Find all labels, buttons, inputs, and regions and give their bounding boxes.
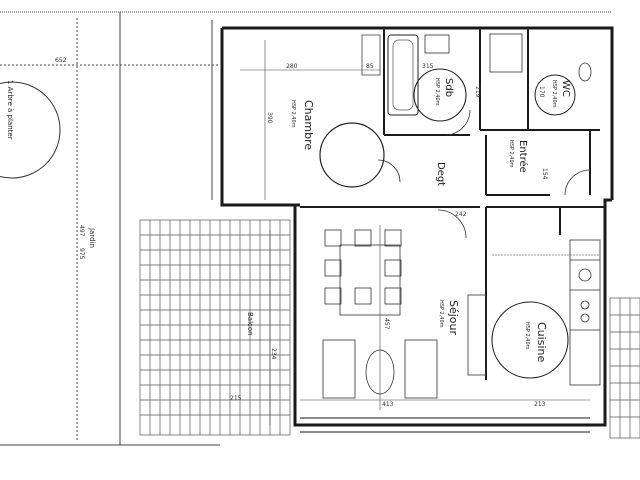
dim-390: 390	[266, 112, 273, 124]
wc-label: WC	[560, 80, 571, 97]
chambre-label: Chambre	[302, 100, 315, 150]
dim-315: 315	[422, 63, 434, 70]
bathtub	[387, 34, 419, 116]
facade-windows	[300, 417, 590, 433]
door-sejour	[437, 209, 467, 239]
cuisine-label: Cuisine	[535, 322, 548, 362]
dim-975: 975	[78, 248, 85, 260]
dim-413: 413	[382, 401, 394, 408]
dim-154: 154	[541, 168, 548, 180]
dim-215: 215	[230, 395, 242, 402]
wc-area: HSP 2,40m	[551, 80, 557, 108]
sdb-label: Sdb	[443, 78, 454, 97]
sejour-area: HSP 2,40m	[438, 300, 444, 328]
dim-219: 219	[474, 86, 481, 98]
arbre-label: 1 Arbre à planter	[6, 80, 14, 140]
sdb-area: HSP 2,40m	[434, 78, 440, 106]
wardrobe	[361, 34, 381, 76]
chambre-area: HSP 2,40m	[290, 100, 296, 128]
kitchen-counter	[569, 239, 601, 386]
chambre-circle	[319, 122, 385, 188]
entree-label: Entrée	[517, 140, 529, 173]
cuisine-area: HSP 2,40m	[524, 322, 530, 350]
shower	[489, 33, 523, 73]
door-entree	[564, 169, 591, 196]
degt-label: Degt	[435, 162, 446, 186]
dim-652: 652	[55, 57, 67, 64]
sdb-circle	[413, 68, 467, 122]
dim-234: 234	[270, 348, 277, 360]
cuisine-circle	[491, 301, 569, 379]
dim-170: 170	[538, 86, 545, 98]
sejour-label: Séjour	[447, 300, 460, 336]
dim-497: 497	[78, 225, 85, 237]
dimension-lines	[240, 40, 600, 425]
bathtub-inner	[392, 39, 414, 111]
dim-280: 280	[286, 63, 298, 70]
garden-outline	[0, 11, 612, 446]
dim-457: 457	[383, 318, 390, 330]
balcony-grid	[139, 219, 291, 436]
tree-circle	[0, 81, 61, 179]
balcon-label: Balcon	[246, 312, 254, 336]
toilet	[578, 62, 592, 82]
dim-85: 85	[366, 63, 374, 70]
jardin-label: Jardin	[88, 227, 96, 248]
dim-213: 213	[534, 401, 546, 408]
dining-set	[324, 229, 402, 316]
wc-circle	[534, 74, 576, 116]
right-balcony-grid	[609, 297, 640, 439]
entree-area: HSP 2,40m	[508, 140, 514, 168]
washbasin	[424, 34, 450, 54]
door-sdb	[444, 109, 471, 136]
door-chambre	[377, 159, 401, 183]
kitchen-island	[467, 294, 487, 376]
dim-242: 242	[455, 211, 467, 218]
